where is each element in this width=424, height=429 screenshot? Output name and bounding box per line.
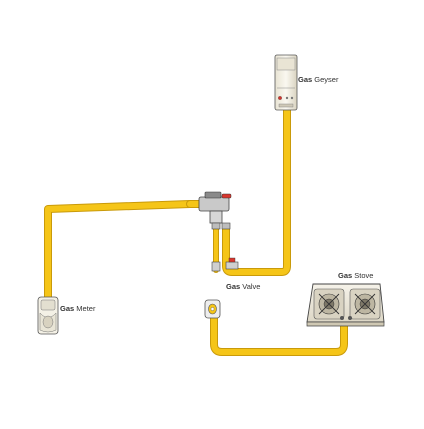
- gas-valve-label: Gas Valve: [226, 283, 260, 291]
- gas-geyser-label-bold: Gas: [298, 75, 313, 84]
- gas-meter-label-bold: Gas: [60, 304, 75, 313]
- pipe-meter-to-valve: [44, 200, 194, 304]
- gas-meter-label-text: Meter: [74, 304, 96, 313]
- gas-valve-icon: [198, 191, 239, 272]
- pipe-to-geyser: [222, 106, 291, 276]
- wall-outlet-icon: [204, 299, 221, 319]
- gas-meter-label: Gas Meter: [60, 305, 95, 313]
- gas-stove-label-text: Stove: [352, 271, 374, 280]
- gas-geyser-label-text: Geyser: [312, 75, 339, 84]
- gas-valve-label-bold: Gas: [226, 282, 241, 291]
- gas-valve-label-text: Valve: [240, 282, 261, 291]
- gas-geyser-label: Gas Geyser: [298, 76, 338, 84]
- gas-meter-icon: [37, 296, 59, 335]
- gas-stove-icon: [306, 283, 385, 327]
- gas-geyser-icon: [274, 54, 298, 111]
- pipe-network: [44, 106, 348, 356]
- gas-stove-label-bold: Gas: [338, 271, 353, 280]
- gas-stove-label: Gas Stove: [338, 272, 373, 280]
